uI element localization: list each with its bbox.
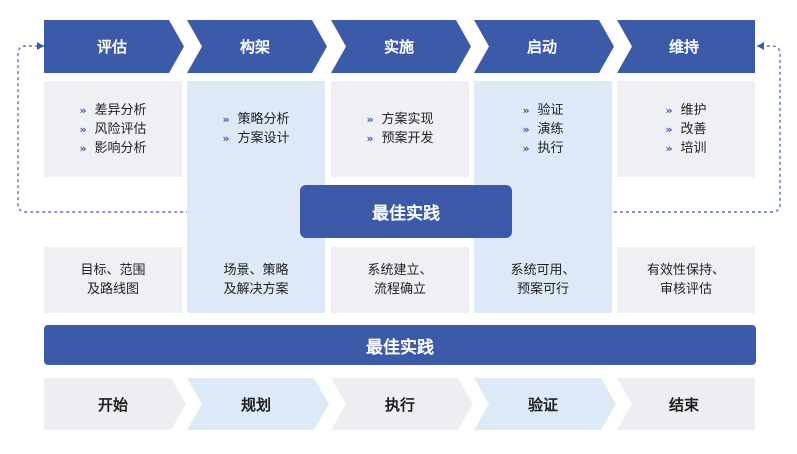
phase-activity-list: » 维护 » 改善 » 培训 [665,101,706,158]
stage-chevron-4 [474,378,616,430]
phase-panel-4: » 验证 » 演练 » 执行 [474,81,612,177]
phase-panel-5: » 维护 » 改善 » 培训 [617,81,755,177]
double-chevron-icon: » [665,141,672,155]
activity-item: » 方案设计 [222,129,289,148]
activity-label: 策略分析 [237,112,290,127]
stage-label-1: 开始 [97,395,128,414]
double-chevron-icon: » [222,113,229,126]
phase-outcome-1: 目标、范围 及路线图 [44,247,182,313]
double-chevron-icon: » [79,141,86,155]
stage-chevron-3 [331,378,473,430]
activity-item: » 方案实现 [366,110,433,129]
phase-title-3: 实施 [383,38,414,56]
double-chevron-icon: » [665,103,672,117]
phase-outcome-2: 场景、策略 及解决方案 [187,247,325,313]
activity-item: » 差异分析 [79,101,146,120]
phase-outcome-5: 有效性保持、 审核评估 [617,247,755,313]
activity-item: » 策略分析 [222,110,289,129]
activity-item: » 风险评估 [79,120,146,139]
loop-right-line [512,45,781,213]
phase-activity-list: » 方案实现 » 预案开发 [366,110,433,148]
stage-label-2: 规划 [240,395,271,414]
double-chevron-icon: » [522,122,529,136]
activity-label: 方案设计 [237,131,290,146]
phase-title-2: 构架 [239,38,270,56]
stage-label-4: 验证 [527,395,558,414]
double-chevron-icon: » [79,122,86,136]
phase-chevron-5 [617,20,755,73]
double-chevron-icon: » [522,103,529,117]
phase-title-5: 维持 [668,38,699,56]
stage-chevron-2 [187,378,329,430]
stage-chevron-1 [44,378,186,430]
activity-label: 验证 [537,102,564,118]
activity-label: 方案实现 [381,112,434,127]
activity-item: » 维护 [665,101,706,120]
phase-chevron-3 [331,20,471,73]
stage-label-5: 结束 [668,395,699,414]
activity-label: 执行 [537,140,564,156]
stage-label-3: 执行 [384,395,415,414]
phase-chevron-4 [474,20,614,73]
activity-item: » 改善 [665,120,706,139]
activity-item: » 预案开发 [366,129,433,148]
activity-label: 风险评估 [94,121,147,137]
activity-item: » 培训 [665,139,706,158]
phase-title-4: 启动 [526,38,557,56]
double-chevron-icon: » [222,132,229,145]
double-chevron-icon: » [79,103,86,117]
double-chevron-icon: » [522,141,529,155]
phase-panel-2: » 策略分析 » 方案设计 [187,81,325,177]
double-chevron-icon: » [665,122,672,136]
double-chevron-icon: » [366,113,373,126]
phase-activity-list: » 差异分析 » 风险评估 » 影响分析 [79,101,146,158]
phase-activity-list: » 验证 » 演练 » 执行 [522,101,563,158]
loop-left-arrowhead [37,42,44,50]
phase-panel-1: » 差异分析 » 风险评估 » 影响分析 [44,81,182,177]
phase-outcome-4: 系统可用、 预案可行 [474,247,612,313]
activity-label: 差异分析 [94,102,147,118]
activity-label: 影响分析 [94,140,147,156]
loop-left-line [17,45,300,213]
activity-label: 预案开发 [381,131,434,146]
phase-outcome-3: 系统建立、 流程确立 [331,247,469,313]
phase-activity-list: » 策略分析 » 方案设计 [222,110,289,148]
loop-right-arrowhead [757,42,764,50]
activity-item: » 执行 [522,139,563,158]
bottom-best-practice-banner: 最佳实践 [44,325,756,365]
center-best-practice-banner: 最佳实践 [300,185,512,238]
double-chevron-icon: » [366,132,373,145]
stage-chevron-5 [617,378,755,430]
activity-item: » 影响分析 [79,139,146,158]
activity-label: 维护 [680,102,707,118]
activity-item: » 演练 [522,120,563,139]
activity-label: 培训 [680,140,707,156]
phase-chevron-2 [187,20,327,73]
phase-title-1: 评估 [96,38,127,56]
phase-chevron-1 [44,20,184,73]
phase-panel-3: » 方案实现 » 预案开发 [331,81,469,177]
activity-item: » 验证 [522,101,563,120]
activity-label: 改善 [680,121,707,137]
activity-label: 演练 [537,121,564,137]
